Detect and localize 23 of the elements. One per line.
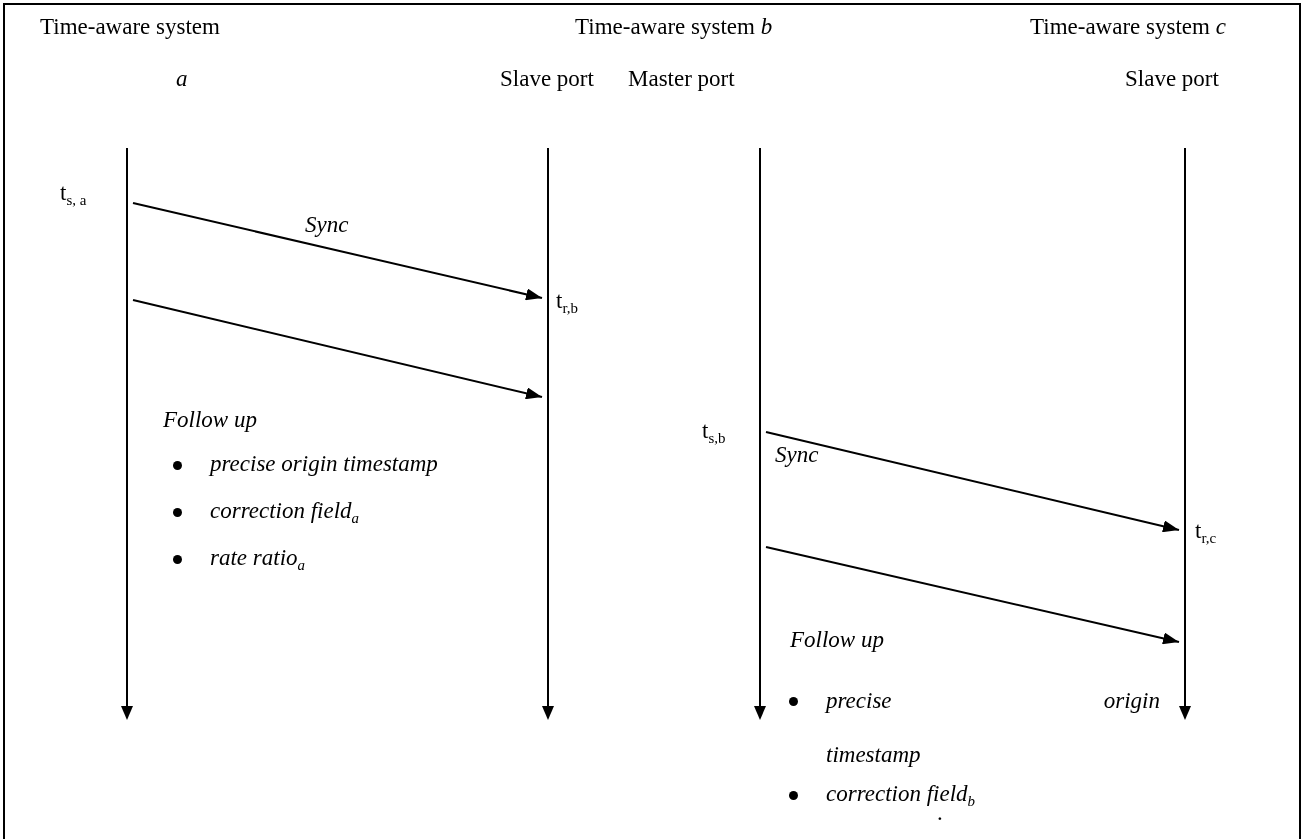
system-heading: Time-aware system b [575, 14, 773, 40]
edge-label: Sync [305, 212, 349, 238]
message-arrow [132, 202, 543, 301]
timestamp-label: t$_{r,b}$ [556, 288, 578, 314]
list-item-text: correction field$_{a}$ [210, 498, 360, 524]
timestamp-label: t$_{s,b}$ [702, 418, 726, 444]
system-heading: Time-aware system c [1030, 14, 1226, 40]
message-arrow [765, 431, 1180, 533]
list-item-text: rate ratio$_{a}$ [210, 545, 305, 571]
list-item-text: precise origin timestamp [826, 687, 1160, 769]
message-arrow [132, 299, 543, 400]
port-label: Slave port [500, 66, 594, 92]
port-label: a [176, 66, 188, 92]
list-item-text: precise origin timestamp [210, 451, 438, 477]
timestamp-label: t$_{s, a}$ [60, 180, 87, 206]
edge-label: Follow up [790, 627, 884, 653]
message-arrow [765, 546, 1180, 645]
port-label: Master port [628, 66, 735, 92]
edge-label: Sync [775, 442, 819, 468]
port-label: Slave port [1125, 66, 1219, 92]
edge-label: Follow up [163, 407, 257, 433]
timestamp-label: t$_{r,c}$ [1195, 518, 1217, 544]
system-heading: Time-aware system [40, 14, 220, 40]
